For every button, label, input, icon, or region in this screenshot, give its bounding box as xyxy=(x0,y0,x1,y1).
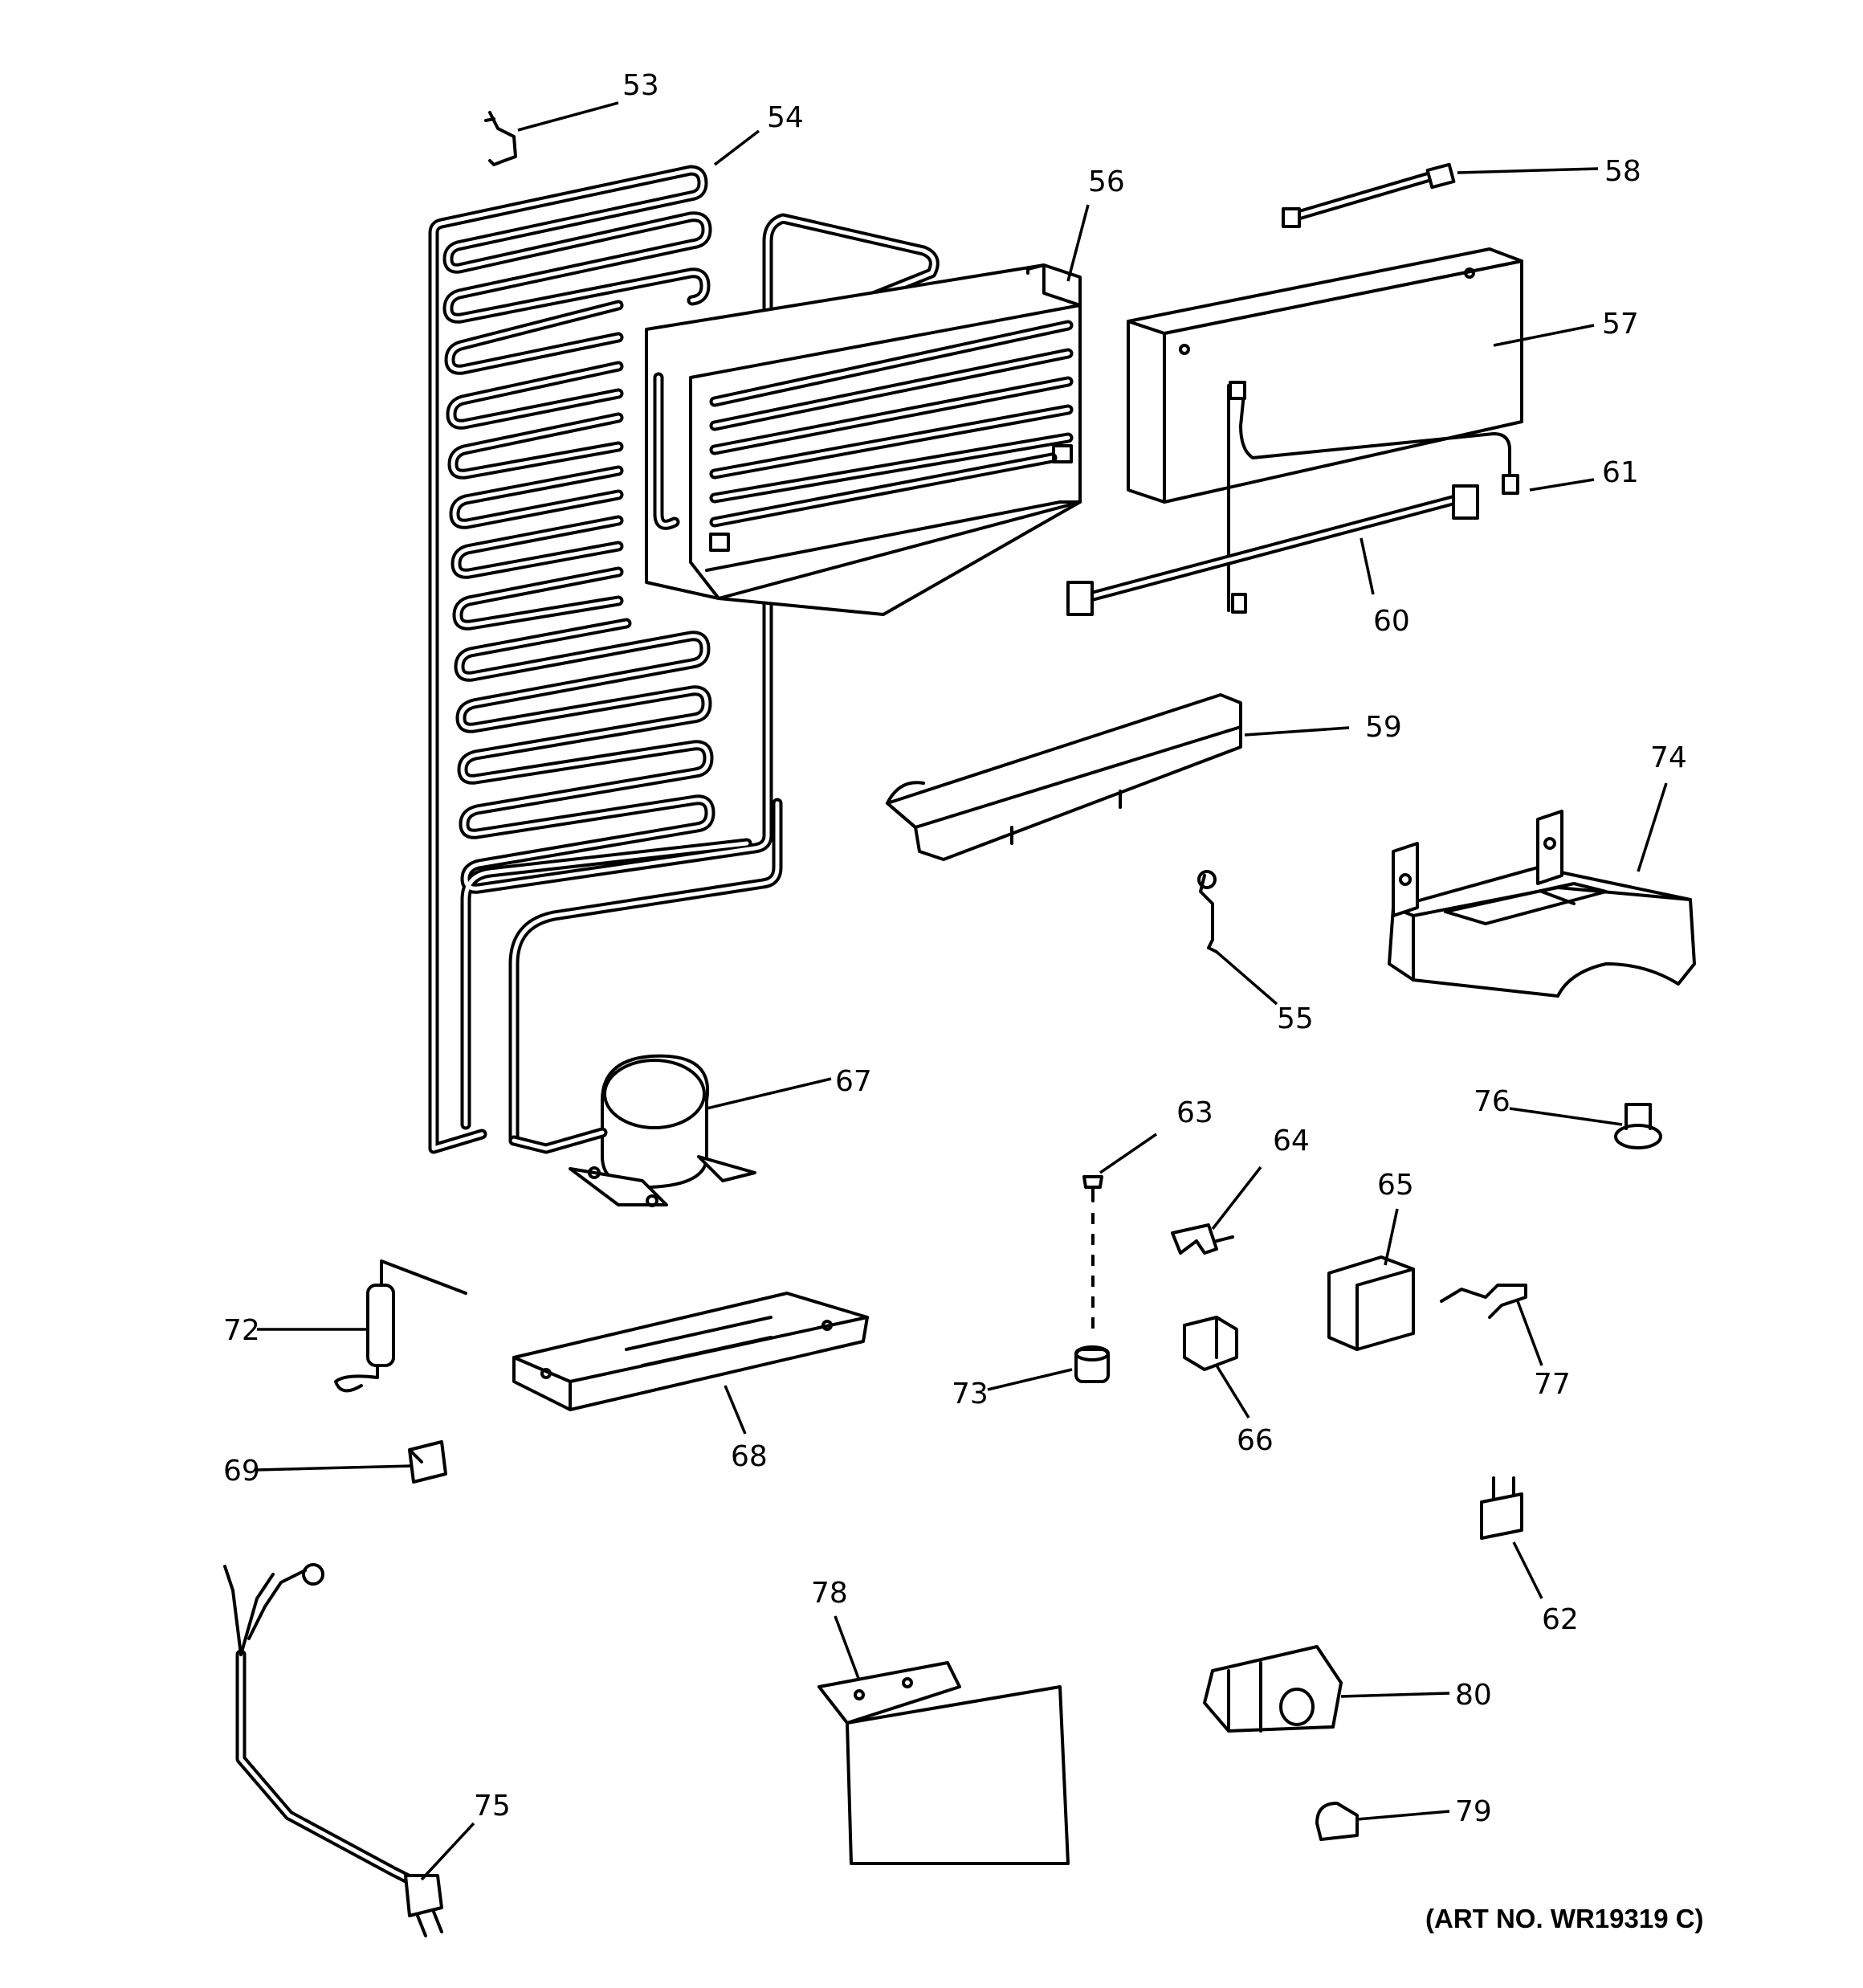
callout-57: 57 xyxy=(1602,308,1639,341)
wire-retainer xyxy=(1315,1802,1359,1841)
callout-55: 55 xyxy=(1277,1002,1314,1035)
callout-80: 80 xyxy=(1455,1679,1492,1712)
evaporator xyxy=(645,263,1082,616)
callout-53: 53 xyxy=(622,69,659,102)
callout-74: 74 xyxy=(1650,741,1687,774)
plug-button xyxy=(1614,1103,1662,1149)
callout-63: 63 xyxy=(1176,1096,1213,1129)
condenser-coil xyxy=(428,165,940,1154)
callout-75: 75 xyxy=(474,1790,511,1823)
callout-54: 54 xyxy=(767,101,804,134)
callout-61: 61 xyxy=(1602,456,1639,489)
callout-76: 76 xyxy=(1474,1085,1510,1118)
temperature-sensor xyxy=(1282,162,1456,228)
capacitor xyxy=(1480,1476,1523,1540)
callout-67: 67 xyxy=(835,1065,872,1098)
art-number: (ART NO. WR19319 C) xyxy=(1425,1904,1704,1933)
relay xyxy=(1183,1316,1238,1371)
wire-harness xyxy=(1227,381,1519,614)
callout-72: 72 xyxy=(223,1314,260,1347)
screw xyxy=(1082,1175,1103,1202)
callout-65: 65 xyxy=(1377,1169,1414,1202)
cord-clamp xyxy=(1440,1284,1527,1319)
compressor xyxy=(508,1054,756,1207)
evaporator-cover xyxy=(1127,247,1523,504)
callout-66: 66 xyxy=(1237,1424,1274,1457)
callout-68: 68 xyxy=(731,1440,768,1473)
callout-73: 73 xyxy=(952,1378,989,1410)
terminal-block xyxy=(1203,1645,1343,1733)
base-plate xyxy=(512,1292,869,1411)
relay-cover xyxy=(1327,1255,1415,1351)
callout-79: 79 xyxy=(1455,1795,1492,1828)
callout-64: 64 xyxy=(1273,1125,1310,1157)
tube-clip xyxy=(484,111,517,166)
callout-58: 58 xyxy=(1604,155,1641,188)
defrost-heater xyxy=(1066,484,1479,616)
dryer xyxy=(334,1259,467,1393)
drain-trough xyxy=(886,693,1242,861)
grommet xyxy=(1074,1345,1110,1383)
callout-59: 59 xyxy=(1365,711,1402,744)
overload-protector xyxy=(1171,1223,1234,1255)
drain-pan xyxy=(1388,810,1696,998)
callout-69: 69 xyxy=(223,1455,260,1488)
callout-62: 62 xyxy=(1542,1603,1579,1636)
callout-60: 60 xyxy=(1373,605,1410,638)
shield-bracket xyxy=(817,1661,1070,1865)
callout-56: 56 xyxy=(1088,165,1125,198)
callout-77: 77 xyxy=(1534,1368,1571,1401)
callout-labels: 53 54 56 58 57 61 60 59 74 55 67 63 76 6… xyxy=(223,69,1687,1828)
callout-78: 78 xyxy=(811,1577,848,1610)
power-cord xyxy=(223,1563,443,1937)
leader-lines xyxy=(256,101,1668,1881)
wire-clip xyxy=(1197,870,1218,953)
mounting-clip xyxy=(408,1440,447,1484)
